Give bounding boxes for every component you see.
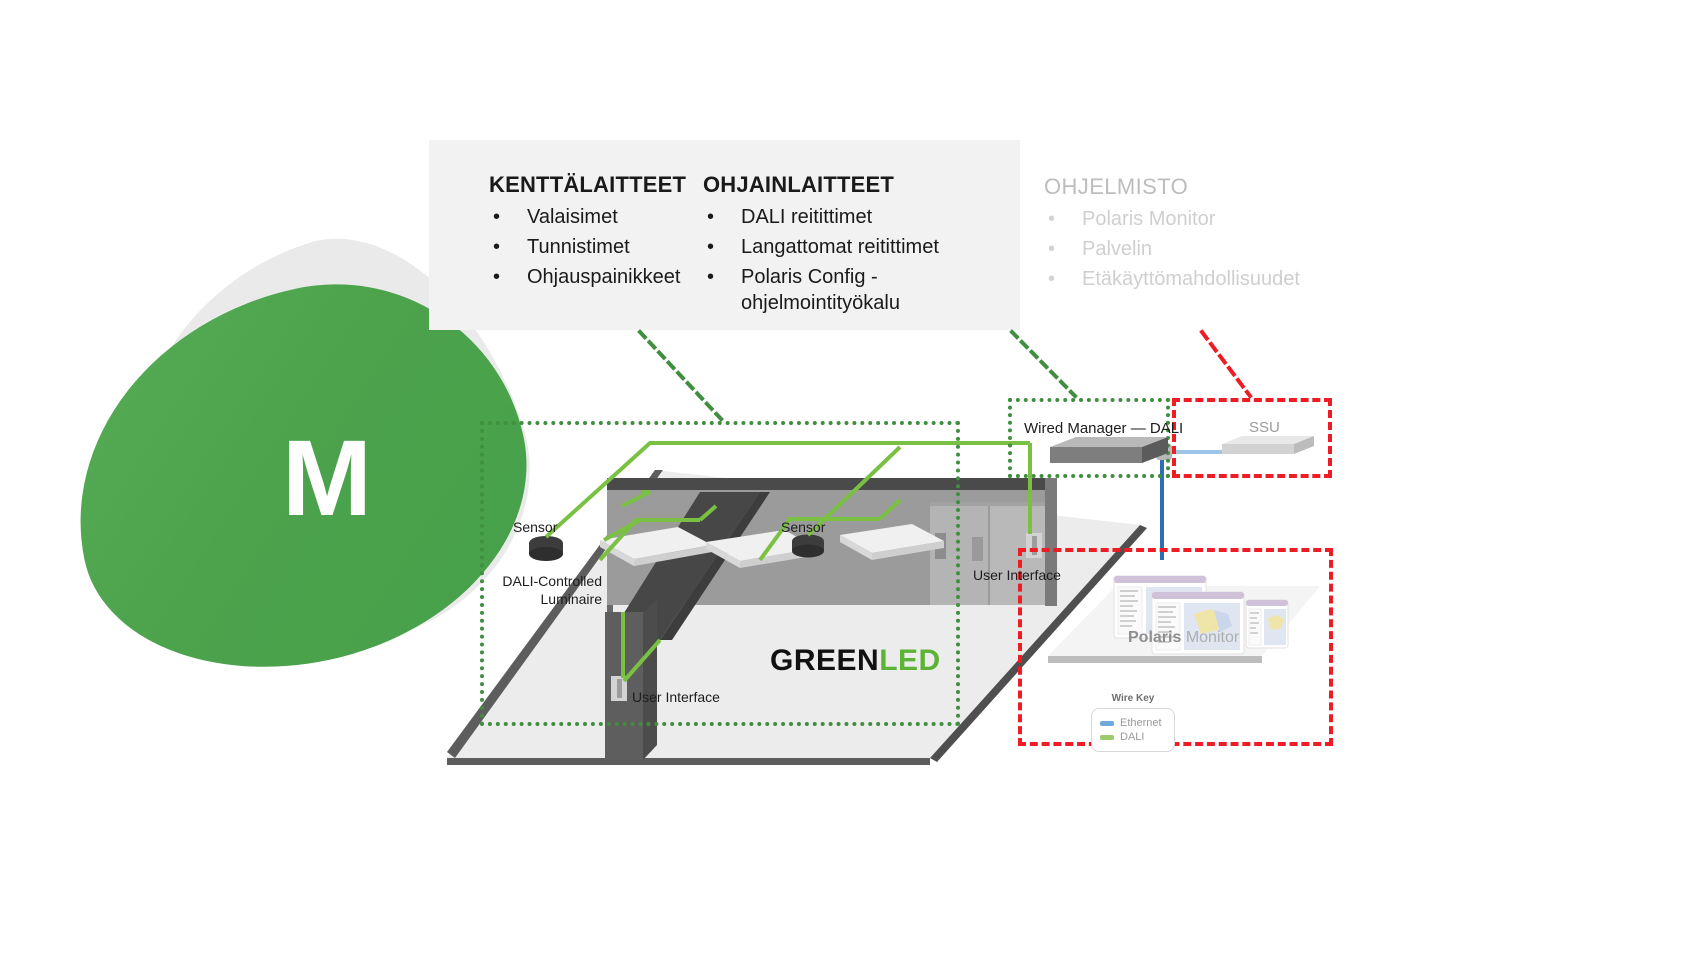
leader-line-field-devices [637, 329, 725, 423]
legend-column-software: OHJELMISTO • Polaris Monitor • Palvelin … [992, 172, 1372, 340]
legend-item: • Polaris Monitor [1044, 206, 1372, 232]
bullet-icon: • [493, 236, 501, 258]
legend-columns: KENTTÄLAITTEET • Valaisimet • Tunnistime… [429, 140, 1389, 340]
bullet-icon: • [1048, 208, 1056, 230]
monitor-screen-front [1151, 591, 1245, 655]
legend-item: • Polaris Config - ohjelmointityökalu [703, 264, 992, 316]
zone-software [1018, 548, 1333, 746]
zone-ssu [1172, 398, 1332, 478]
label-ssu: SSU [1249, 419, 1280, 436]
legend-heading-field-devices: KENTTÄLAITTEET [489, 172, 687, 197]
legend-heading-software: OHJELMISTO [1044, 174, 1189, 199]
leader-line-software [1199, 329, 1253, 399]
label-polaris-monitor: Polaris Monitor [1128, 629, 1239, 647]
zone-controller-devices [1008, 398, 1170, 478]
legend-item-label: Polaris Config - ohjelmointityökalu [741, 266, 900, 314]
leader-line-controllers [1009, 329, 1078, 399]
legend-item-label: Etäkäyttömahdollisuudet [1082, 268, 1300, 290]
legend-item-label: DALI reitittimet [741, 206, 873, 228]
floor-edge-front [447, 758, 930, 765]
monitor-base-edge [1048, 656, 1262, 663]
bullet-icon: • [493, 206, 501, 228]
right-room-door-handle-b [972, 537, 983, 561]
bullet-icon: • [707, 236, 715, 258]
legend-item: • Tunnistimet [489, 234, 677, 260]
legend-item-label: Tunnistimet [527, 236, 630, 258]
ethernet-swatch [1100, 720, 1114, 726]
logo-text-green: GREEN [770, 644, 880, 677]
legend-item-label: Polaris Monitor [1082, 208, 1216, 230]
label-sensor-right: Sensor [781, 519, 826, 535]
logo-text-led: LED [879, 644, 941, 677]
legend-item-label: Langattomat reitittimet [741, 236, 939, 258]
legend-item: • Valaisimet [489, 204, 677, 230]
wire-key-row-ethernet: Ethernet [1100, 717, 1166, 729]
wire-key-label: DALI [1120, 731, 1145, 743]
legend-item: • Ohjauspainikkeet [489, 264, 681, 290]
legend-item: • Palvelin [1044, 236, 1372, 262]
wire-key-label: Ethernet [1120, 717, 1162, 729]
wire-key-box: Ethernet DALI [1091, 708, 1175, 752]
ssu-device [1222, 436, 1314, 454]
polaris-monitor-mockup [1048, 575, 1320, 663]
bullet-icon: • [1048, 268, 1056, 290]
wire-key: Wire Key Ethernet DALI [1091, 693, 1175, 752]
wired-manager-device [1050, 437, 1168, 463]
label-polaris-monitor-light: Monitor [1185, 629, 1240, 646]
label-user-interface-right: User Interface [973, 567, 1061, 583]
bullet-icon: • [1048, 238, 1056, 260]
monitor-screen-tablet [1245, 599, 1289, 649]
legend-item-label: Ohjauspainikkeet [527, 266, 681, 288]
bullet-icon: • [707, 266, 715, 288]
legend-column-controller-devices: OHJAINLAITTEET • DALI reitittimet • Lang… [677, 172, 992, 340]
legend-panel-background [429, 140, 1020, 330]
label-polaris-monitor-bold: Polaris [1128, 629, 1182, 646]
legend-item: • Etäkäyttömahdollisuudet [1044, 266, 1372, 292]
bullet-icon: • [493, 266, 501, 288]
legend-column-field-devices: KENTTÄLAITTEET • Valaisimet • Tunnistime… [429, 172, 687, 340]
legend-item: • DALI reitittimet [703, 204, 992, 230]
dali-swatch [1100, 734, 1114, 740]
legend-heading-controller-devices: OHJAINLAITTEET [703, 172, 895, 197]
greenled-logo: GREENLED [770, 644, 941, 678]
label-user-interface-left: User Interface [632, 689, 720, 705]
wire-key-title: Wire Key [1111, 693, 1155, 704]
legend-item: • Langattomat reitittimet [703, 234, 992, 260]
brand-letter-m: M [282, 416, 373, 538]
wire-key-row-dali: DALI [1100, 731, 1166, 743]
label-sensor-left: Sensor [513, 519, 558, 535]
bullet-icon: • [707, 206, 715, 228]
legend-item-label: Valaisimet [527, 206, 618, 228]
label-wired-manager: Wired Manager — DALI [1024, 420, 1184, 437]
label-dali-controlled-luminaire: DALI-Controlled Luminaire [502, 573, 602, 607]
zone-field-devices [480, 421, 960, 726]
legend-item-label: Palvelin [1082, 238, 1153, 260]
